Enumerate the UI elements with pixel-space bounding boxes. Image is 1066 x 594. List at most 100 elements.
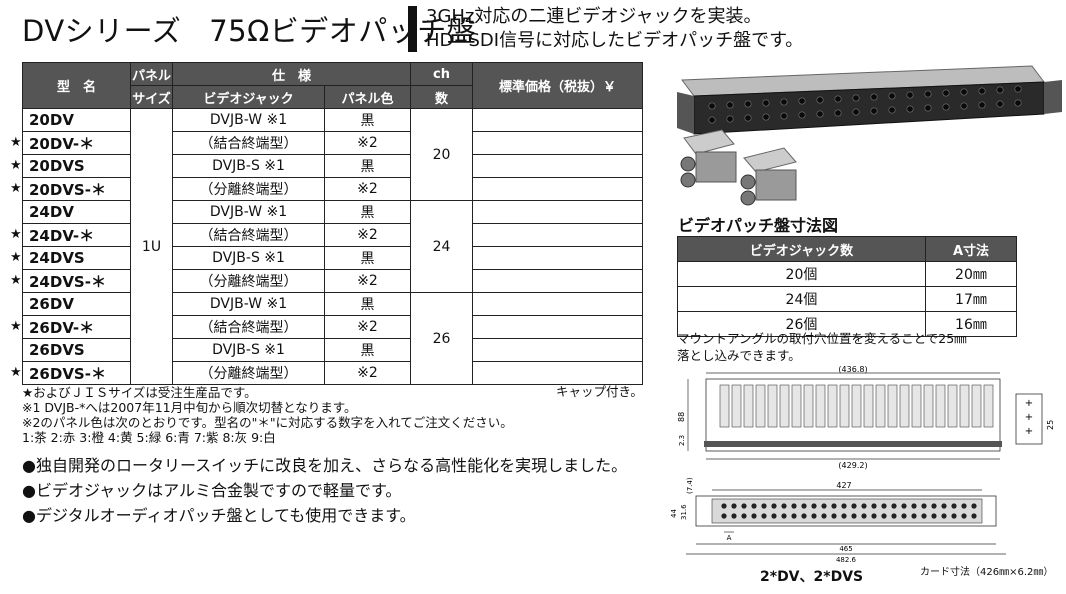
cap-note: キャップ付き。 [556,384,643,399]
table-row: 26DV DVJB-W ※1 黒 26 [22,292,643,385]
dim-top-width: (436.8) [838,365,867,374]
price-cell [472,361,643,385]
dim-jacks-cell: 24個 [677,286,926,312]
dim-a-cell: 16㎜ [924,311,1018,337]
model-cell: 24DVS [22,246,131,270]
header-price: 標準価格（税抜）￥ [472,62,643,109]
dim-inner-width: (429.2) [838,461,867,470]
color-cell: 黒 [324,292,411,316]
technical-drawing: (436.8) (429.2) 88 2.3 + + + 25 427 [670,365,1055,564]
price-cell [472,315,643,339]
jack-cell: （結合終端型） [172,315,325,339]
bracket-hole-icon: + [1025,398,1033,409]
price-cell [472,269,643,293]
footnote-line: 1:茶 2:赤 3:橙 4:黄 5:緑 6:青 7:紫 8:灰 9:白 [22,430,276,445]
title-series: DVシリーズ [22,14,182,48]
mount-line: マウントアングルの取付穴位置を変えることで25㎜ [677,331,967,346]
feature-item: ●ビデオジャックはアルミ合金製ですので軽量です。 [22,481,402,500]
table-row: 20個 20㎜ [677,261,1018,287]
star-marker: ★ [10,250,22,265]
model-cell: 24DV-＊ [22,223,131,247]
jack-cell: DVJB-S ※1 [172,246,325,270]
dim-front-width: 427 [836,481,851,490]
price-cell [472,200,643,224]
model-cell: 26DVS-＊ [22,361,131,385]
mount-line: 落とし込みできます。 [677,348,801,363]
desc-line-1: 3GHz対応の二連ビデオジャックを実装。 [426,6,762,27]
model-cell: 26DVS [22,338,131,362]
model-cell: 26DV [22,292,131,316]
color-cell: ※2 [324,177,411,201]
table-row: 20DVS DVJB-S ※1 黒 [22,154,643,178]
product-photo [677,65,1062,206]
model-cell: 24DVS-＊ [22,269,131,293]
header-divider-bar [408,6,417,52]
header-jack: ビデオジャック [172,85,325,109]
header-num: 数 [410,85,473,109]
jack-cell: （分離終端型） [172,361,325,385]
jack-cell: DVJB-W ※1 [172,108,325,132]
color-cell: ※2 [324,131,411,155]
ch-cell: 24 [410,200,473,293]
model-cell: 20DV-＊ [22,131,131,155]
jack-cell: （結合終端型） [172,131,325,155]
footnote-line: ※2のパネル色は次のとおりです。型名の"＊"に対応する数字を入れてご注文ください… [22,415,513,430]
header-panel: パネル [130,62,173,86]
panel-size-cell: 1U [130,108,173,385]
table-row: 24DV DVJB-W ※1 黒 24 [22,200,643,293]
color-cell: 黒 [324,154,411,178]
table-row: 26個 16㎜ [677,311,1018,337]
header-size: サイズ [130,85,173,109]
bracket-hole-icon: + [1025,412,1033,423]
color-cell: ※2 [324,223,411,247]
mount-note: マウントアングルの取付穴位置を変えることで25㎜ 落とし込みできます。 [677,330,967,364]
dim-offset: 2.3 [678,435,686,446]
star-markers: ★ ★ ★ ★ ★ ★ ★ ★ [10,108,24,384]
header-ch: ch [410,62,473,86]
dim-front-inner: 31.6 [680,504,688,520]
bracket-hole-icon: + [1025,426,1033,437]
feature-item: ●独自開発のロータリースイッチに改良を加え、さらなる高性能化を実現しました。 [22,456,628,475]
footnote-line: ★およびＪＩＳサイズは受注生産品です。 [22,385,257,400]
color-cell: 黒 [324,108,411,132]
dim-front-height: 44 [670,509,678,518]
dimension-table: ビデオジャック数 A寸法 20個 20㎜ 24個 17㎜ 26個 16㎜ [677,236,1018,337]
jack-cell: DVJB-W ※1 [172,200,325,224]
dim-bracket: 25 [1046,420,1055,430]
table-row: 24DVS DVJB-S ※1 黒 [22,246,643,270]
star-marker: ★ [10,319,22,334]
price-cell [472,154,643,178]
price-cell [472,292,643,316]
star-marker: ★ [10,158,22,173]
model-cell: 24DV [22,200,131,224]
star-marker: ★ [10,365,22,380]
dim-a-label: A [727,534,732,542]
price-cell [472,246,643,270]
model-cell: 20DVS-＊ [22,177,131,201]
spec-table: 型 名 パネル 仕 様 ch 標準価格（税抜）￥ サイズ ビデオジャック パネル… [22,62,643,385]
feature-list: ●独自開発のロータリースイッチに改良を加え、さらなる高性能化を実現しました。 ●… [22,453,627,528]
model-cell: 26DV-＊ [22,315,131,339]
color-cell: ※2 [324,361,411,385]
price-cell [472,177,643,201]
table-row: 20DV 1U DVJB-W ※1 黒 20 [22,108,643,385]
model-cell: 20DVS [22,154,131,178]
dimension-title: ビデオパッチ盤寸法図 [678,216,839,235]
desc-line-2: HD−SDI信号に対応したビデオパッチ盤です。 [426,30,804,51]
price-cell [472,131,643,155]
table-row: 20DV-＊ （結合終端型） ※2 [22,131,643,155]
table-row: 26DVS-＊ （分離終端型） ※2 [22,361,643,385]
color-cell: 黒 [324,200,411,224]
header-description: 3GHz対応の二連ビデオジャックを実装。 HD−SDI信号に対応したビデオパッチ… [426,5,803,53]
jack-cell: DVJB-S ※1 [172,154,325,178]
jack-cell: （分離終端型） [172,177,325,201]
table-row: 24DV-＊ （結合終端型） ※2 [22,223,643,247]
color-cell: ※2 [324,315,411,339]
dim-jacks-cell: 26個 [677,311,926,337]
color-cell: 黒 [324,246,411,270]
color-cell: 黒 [324,338,411,362]
dim-a-cell: 20㎜ [924,261,1018,287]
star-marker: ★ [10,181,22,196]
header-panel-color: パネル色 [324,85,411,109]
